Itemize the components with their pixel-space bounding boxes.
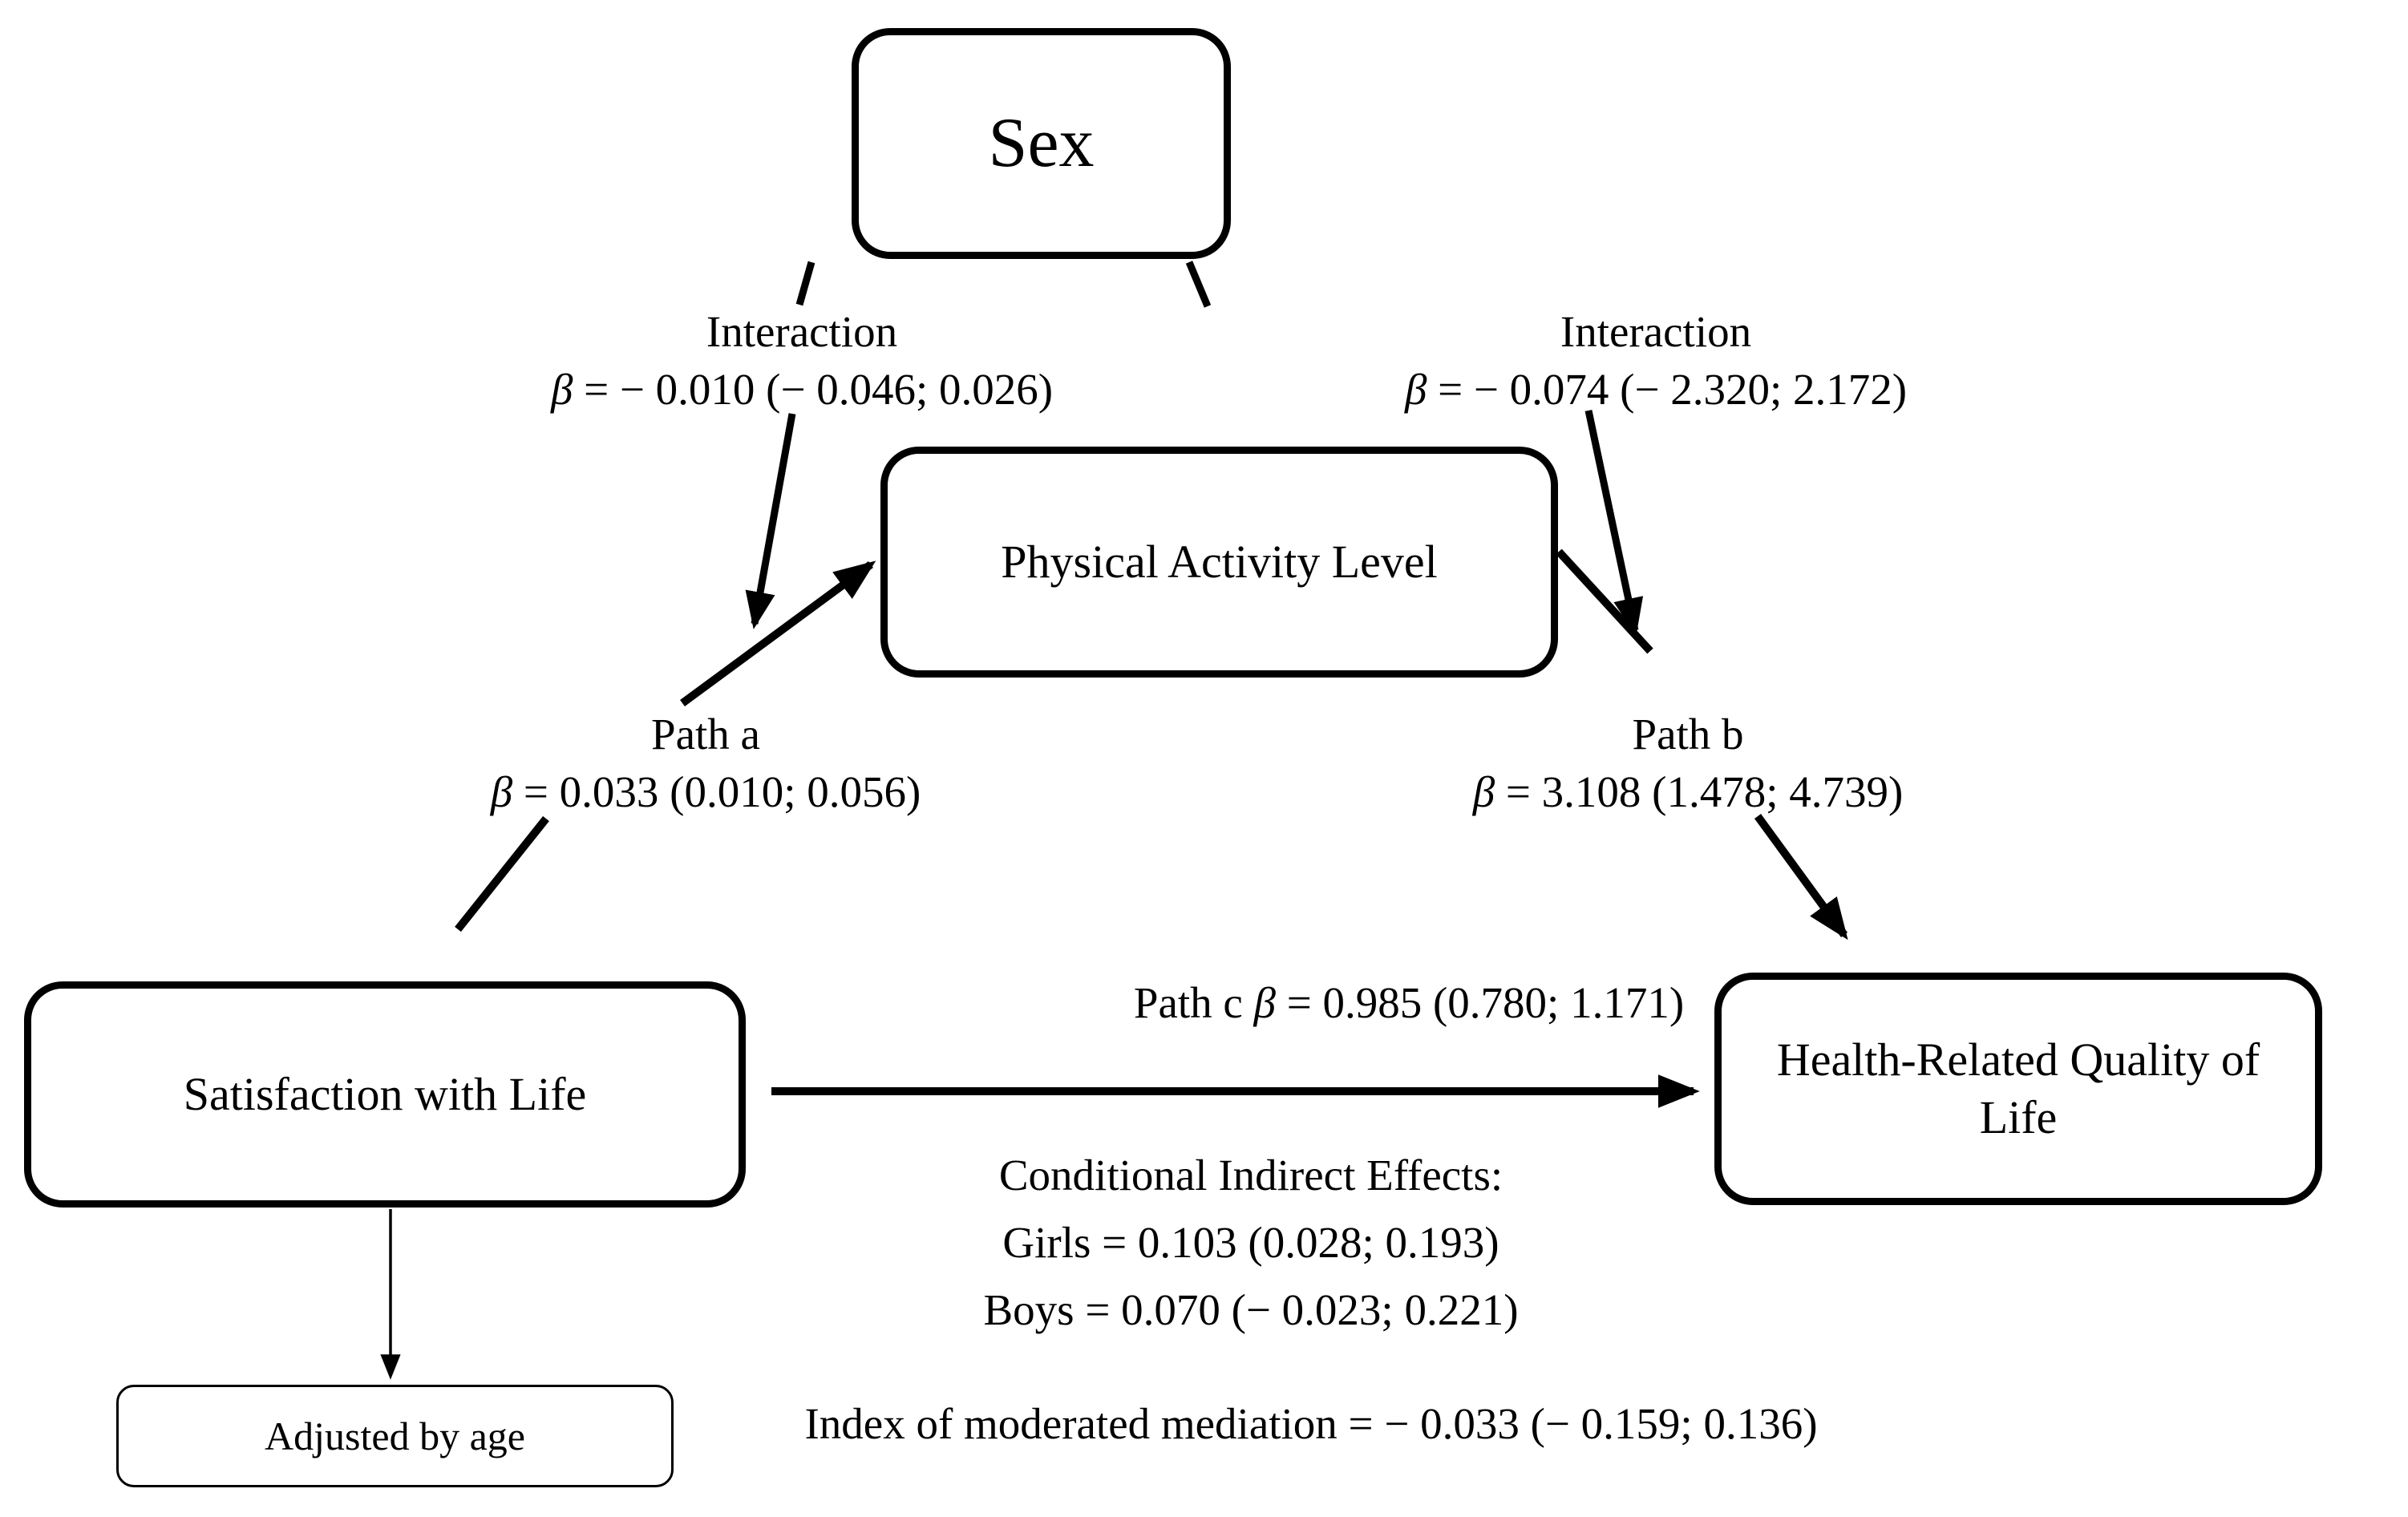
path-b-label: Path b β = 3.108 (1.478; 4.739) [1473,706,1904,821]
beta-symbol: β [490,767,513,816]
index-of-moderated-mediation: Index of moderated mediation = − 0.033 (… [804,1399,1818,1448]
interaction-right-beta: β = − 0.074 (− 2.320; 2.172) [1404,365,1908,414]
path-a-beta: β = 0.033 (0.010; 0.056) [490,767,921,816]
beta-symbol: β [1253,978,1276,1027]
sex-interaction-left-stub [795,261,815,306]
path-b-arrow [1754,814,1848,941]
interaction-left-label: Interaction β = − 0.010 (− 0.046; 0.026) [551,303,1053,419]
physical-activity-level-box: Physical Activity Level [880,447,1558,678]
adjusted-by-age-label: Adjusted by age [265,1413,525,1458]
interaction-right-arrow [1584,410,1644,636]
boys-effect: Boys = 0.070 (− 0.023; 0.221) [983,1285,1519,1334]
path-b-title: Path b [1632,710,1744,758]
girls-effect: Girls = 0.103 (0.028; 0.193) [1002,1218,1499,1267]
path-c-label: Path c β = 0.985 (0.780; 1.171) [1133,978,1685,1027]
path-a-title: Path a [651,710,760,758]
interaction-left-arrow [745,413,796,629]
sex-box: Sex [852,28,1231,259]
path-a-arrow [680,560,876,707]
satisfaction-with-life-label: Satisfaction with Life [183,1067,587,1120]
conditional-indirect-effects-title: Conditional Indirect Effects: [998,1151,1503,1199]
beta-symbol: β [1404,365,1427,414]
interaction-right-title: Interaction [1560,307,1752,356]
path-b-beta: β = 3.108 (1.478; 4.739) [1472,767,1904,816]
interaction-left-beta: β = − 0.010 (− 0.046; 0.026) [550,365,1054,414]
satisfaction-with-life-box: Satisfaction with Life [24,981,746,1208]
interaction-right-label: Interaction β = − 0.074 (− 2.320; 2.172) [1405,303,1907,419]
physical-activity-level-label: Physical Activity Level [1001,535,1438,588]
interaction-left-title: Interaction [706,307,898,356]
health-related-quality-of-life-box: Health-Related Quality of Life [1714,973,2322,1205]
health-related-quality-of-life-label: Health-Related Quality of Life [1776,1033,2260,1144]
beta-symbol: β [550,365,573,414]
beta-symbol: β [1472,767,1495,816]
adjusted-by-age-box: Adjusted by age [116,1385,674,1487]
path-a-label: Path a β = 0.033 (0.010; 0.056) [491,706,921,821]
sex-box-label: Sex [988,104,1095,182]
path-a-line-lower [455,815,549,932]
path-b-line-upper [1556,548,1653,654]
conditional-indirect-effects-block: Conditional Indirect Effects: Girls = 0.… [983,1142,1518,1344]
sex-interaction-right-stub [1185,261,1212,308]
